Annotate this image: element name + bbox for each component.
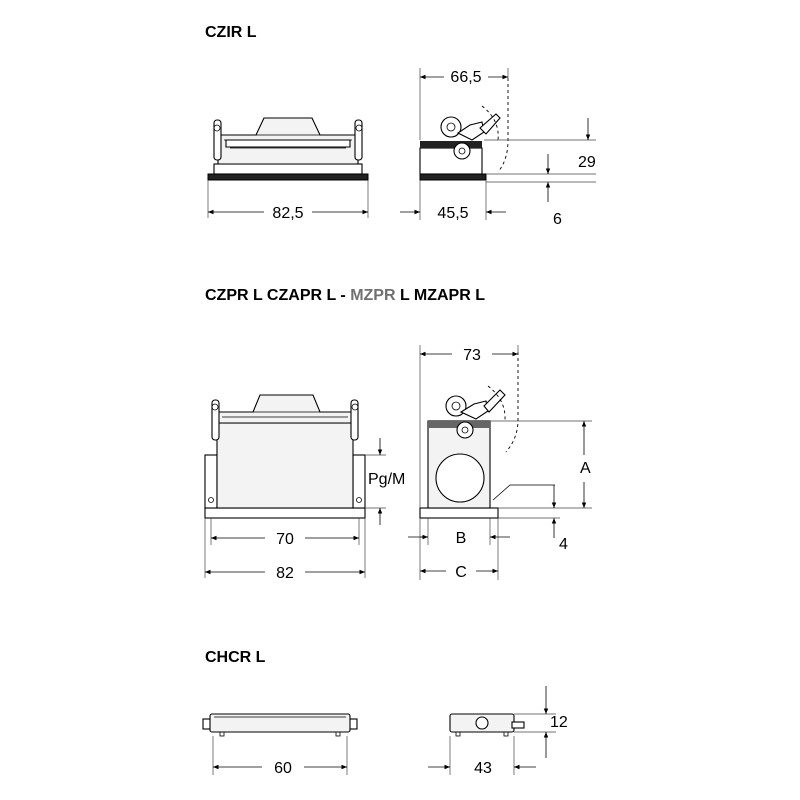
dim-chcr-width: 60 [274,760,292,777]
dim-chcr-depth: 43 [474,760,492,777]
czir-side-dimensions: 66,5 45,5 29 6 [400,68,596,228]
dim-czir-depth: 66,5 [450,69,481,86]
dim-czpr-a: A [580,460,591,477]
section-title-czir: CZIR L [205,24,257,41]
section-title-czpr: CZPR L CZAPR L - MZPR L MZAPR L [205,287,485,304]
dim-czpr-b: B [456,530,467,547]
czpr-side-view [419,352,555,519]
chcr-side-view [449,713,525,737]
dim-czpr-depth: 73 [463,347,481,364]
chcr-front-view [202,713,358,737]
title-part-mzpr: MZPR [350,287,396,304]
dim-czir-base: 45,5 [437,205,468,222]
dim-czpr-c: C [455,564,467,581]
dim-chcr-height: 12 [550,714,568,731]
chcr-front-dimensions: 60 [212,736,348,777]
dim-czpr-pg-thread: Pg/M [368,471,405,488]
section-title-chcr: CHCR L [205,649,266,666]
czir-front-view [207,117,369,181]
czir-side-view [419,78,509,181]
title-part-czpr-czapr: CZPR L CZAPR L [205,287,336,304]
dim-czpr-plate: 4 [559,536,568,553]
czir-width-dimension: 82,5 [207,180,369,222]
dim-czir-height: 29 [578,154,596,171]
dim-czpr-outer-width: 82 [276,565,294,582]
dim-czir-plate: 6 [553,211,562,228]
dim-czir-width: 82,5 [272,205,303,222]
czpr-side-dimensions: 73 B C A 4 [408,345,592,581]
czpr-front-dimensions: 70 82 Pg/M [204,438,405,582]
title-part-separator: - [336,287,350,304]
chcr-side-dimensions: 43 12 [428,686,568,777]
dim-czpr-inner-width: 70 [276,531,294,548]
czpr-front-view [204,394,366,519]
title-part-mzapr: L MZAPR L [396,287,486,304]
